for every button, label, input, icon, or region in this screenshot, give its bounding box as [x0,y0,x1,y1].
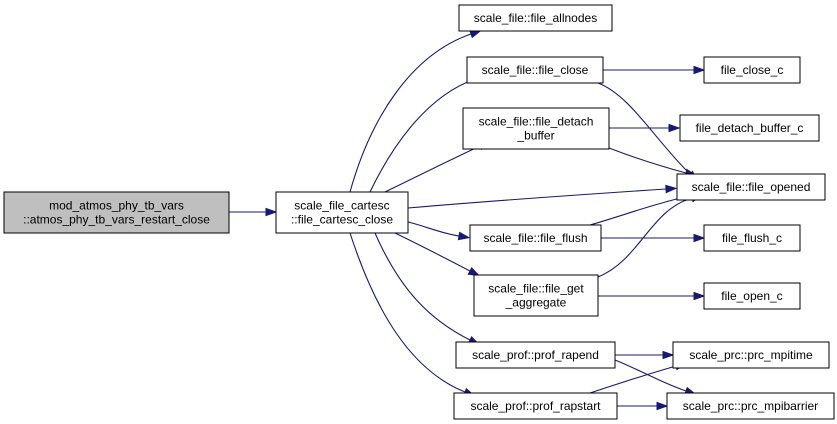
edge-arrowhead [656,401,669,411]
edge-line [407,188,667,209]
edge-file_flush-to-file_flush_c [601,233,706,243]
node-label: scale_file::file_detach [479,115,594,129]
node-box[interactable] [703,282,801,310]
edge-cartesc_close-to-file_flush [407,221,471,241]
node-label: ::atmos_phy_tb_vars_restart_close [23,213,210,227]
edge-line [384,145,481,193]
edge-line [597,197,693,278]
node-label: scale_file::file_allnodes [474,11,597,25]
edge-line [589,196,686,226]
edge-file_close-to-file_close_c [603,65,706,75]
node-box[interactable] [679,114,820,142]
node-file-flush-c[interactable]: file_flush_c [703,224,801,252]
edge-arrowhead [467,266,481,277]
edge-arrowhead [693,65,706,75]
node-box[interactable] [469,224,602,252]
node-label: file_open_c [721,289,782,303]
node-label: _buffer [516,129,554,143]
edge-cartesc_close-to-file_get_aggregate [394,232,481,277]
node-file-detach-buffer[interactable]: scale_file::file_detach_buffer [462,107,610,150]
edge-file_get_aggregate-to-file_open_c [598,291,706,301]
node-box[interactable] [676,173,826,201]
node-label: scale_prof::prof_rapstart [470,399,601,413]
node-box[interactable] [666,392,835,420]
node-prc-mpitime[interactable]: scale_prc::prc_mpitime [672,341,830,369]
edge-arrowhead [265,207,278,217]
edge-cartesc_close-to-file_opened [407,184,678,209]
node-label: scale_prc::prc_mpibarrier [683,399,818,413]
edge-root-to-cartesc_close [229,207,278,217]
node-file-detach-buffer-c[interactable]: file_detach_buffer_c [679,114,820,142]
edge-line [369,78,476,193]
node-box[interactable] [453,392,618,420]
node-box[interactable] [703,224,801,252]
node-label: scale_file_cartesc [294,199,389,213]
edge-cartesc_close-to-prof_rapend [374,232,481,346]
node-file-allnodes[interactable]: scale_file::file_allnodes [458,4,613,32]
edge-arrowhead [469,30,482,39]
node-prof-rapstart[interactable]: scale_prof::prof_rapstart [453,392,618,420]
edge-line [608,147,687,174]
node-label: scale_file::file_close [482,63,589,77]
edge-file_detach_buffer-to-file_opened [608,147,698,178]
edge-cartesc_close-to-file_allnodes [349,30,482,193]
edge-arrowhead [662,350,675,360]
node-file-flush[interactable]: scale_file::file_flush [469,224,602,252]
node-box[interactable] [672,341,830,369]
node-box[interactable] [473,274,599,317]
edge-line [589,365,677,394]
node-prc-mpibarrier[interactable]: scale_prc::prc_mpibarrier [666,392,835,420]
edge-line [349,33,472,193]
node-box[interactable] [462,107,610,150]
edge-arrowhead [693,291,706,301]
node-label: scale_prof::prof_rapend [472,348,599,362]
node-file-close[interactable]: scale_file::file_close [466,56,604,84]
node-label: scale_prc::prc_mpitime [689,348,813,362]
node-label: mod_atmos_phy_tb_vars [49,199,184,213]
node-prof-rapend[interactable]: scale_prof::prof_rapend [455,341,616,369]
node-box[interactable] [275,191,409,234]
node-label: scale_file::file_get [488,282,584,296]
node-label: file_close_c [721,63,784,77]
call-graph-nodes: mod_atmos_phy_tb_vars::atmos_phy_tb_vars… [3,4,835,420]
node-label: ::file_cartesc_close [291,213,393,227]
node-box[interactable] [455,341,616,369]
node-box[interactable] [703,56,801,84]
edge-prof_rapend-to-prc_mpitime [615,350,675,360]
node-file-close-c[interactable]: file_close_c [703,56,801,84]
node-cartesc-close[interactable]: scale_file_cartesc::file_cartesc_close [275,191,409,234]
edge-line [614,359,687,392]
edge-cartesc_close-to-prof_rapstart [349,232,476,397]
node-file-get-aggregate[interactable]: scale_file::file_get_aggregate [473,274,599,317]
node-box[interactable] [466,56,604,84]
node-file-open-c[interactable]: file_open_c [703,282,801,310]
node-label: file_flush_c [722,231,782,245]
node-box[interactable] [3,191,230,234]
node-label: file_detach_buffer_c [696,121,804,135]
edge-line [407,221,460,237]
node-label: _aggregate [505,296,567,310]
edge-line [394,232,471,272]
node-root[interactable]: mod_atmos_phy_tb_vars::atmos_phy_tb_vars… [3,191,230,234]
edge-line [349,232,466,393]
edge-arrowhead [693,233,706,243]
edge-arrowhead [668,123,681,133]
node-label: scale_file::file_opened [692,180,811,194]
node-label: scale_file::file_flush [483,231,587,245]
node-file-opened[interactable]: scale_file::file_opened [676,173,826,201]
edge-file_detach_buffer-to-file_detach_buffer_c [609,123,681,133]
edge-arrowhead [457,231,471,241]
edge-arrowhead [665,184,678,194]
edge-line [374,232,471,341]
edge-line [597,82,691,175]
edge-prof_rapstart-to-prc_mpibarrier [617,401,669,411]
node-box[interactable] [458,4,613,32]
